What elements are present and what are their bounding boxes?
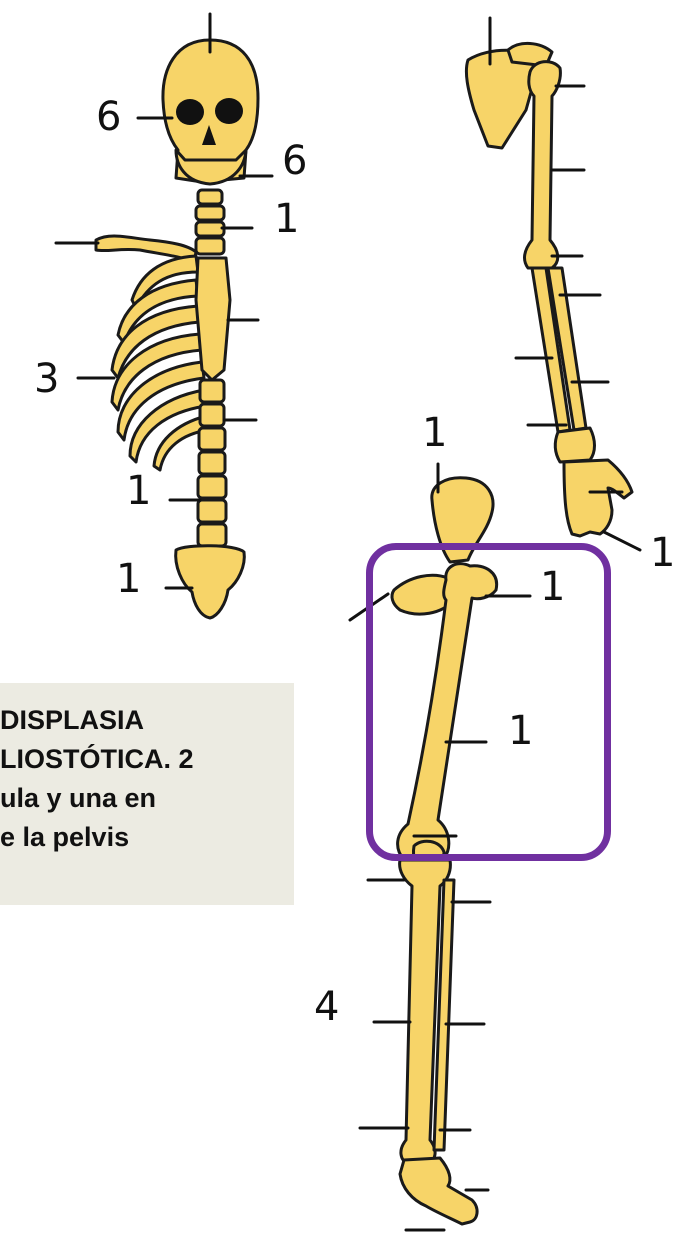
highlight-box (366, 543, 611, 861)
label-pelvis-top: 1 (422, 410, 447, 456)
caption-line-2: LIOSTÓTICA. 2 (0, 740, 294, 779)
label-lower-leg: 4 (314, 984, 339, 1030)
arm-skeleton (466, 43, 632, 536)
label-sacrum: 1 (116, 556, 141, 602)
label-lumbar: 1 (126, 468, 151, 514)
humerus (525, 62, 561, 268)
sternum (196, 258, 230, 380)
sacrum (176, 546, 245, 618)
label-ribs: 3 (34, 356, 59, 402)
label-cervical: 1 (274, 196, 299, 242)
lumbar-spine (198, 380, 226, 546)
hand-bones (564, 460, 632, 536)
label-hand: 1 (650, 530, 675, 576)
caption-box: DISPLASIA LIOSTÓTICA. 2 ula y una en e l… (0, 683, 294, 905)
skull (163, 40, 258, 184)
label-skull-left: 6 (96, 94, 121, 140)
carpals (555, 428, 594, 462)
rib-cage (112, 256, 208, 470)
label-jaw-right: 6 (282, 138, 307, 184)
cervical-spine (196, 190, 224, 254)
caption-line-4: e la pelvis (0, 818, 294, 857)
caption-line-1: DISPLASIA (0, 701, 294, 740)
caption-line-3: ula y una en (0, 779, 294, 818)
